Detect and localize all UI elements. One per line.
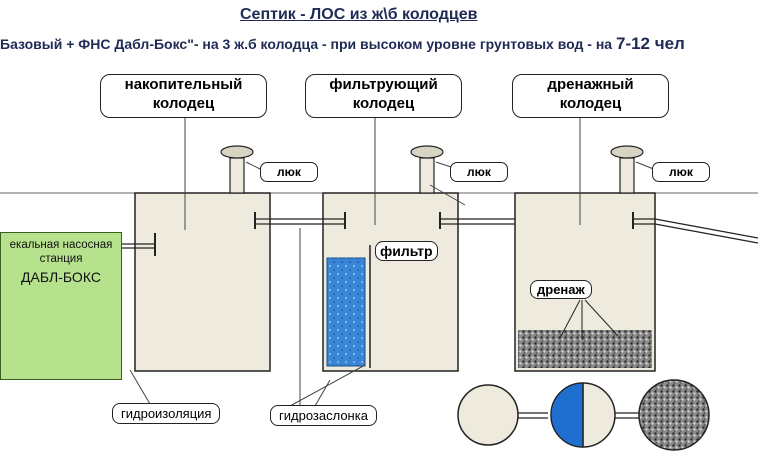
- filter-well: [322, 145, 459, 372]
- page-subtitle: Базовый + ФНС Дабл-Бокс"- на 3 ж.б колод…: [0, 34, 685, 54]
- drain-well: [514, 145, 656, 372]
- drainage-label: дренаж: [530, 280, 592, 299]
- hatch-label-2: люк: [450, 162, 508, 182]
- subtitle-text: Базовый + ФНС Дабл-Бокс"- на 3 ж.б колод…: [0, 36, 613, 52]
- filter-label: фильтр: [375, 241, 438, 261]
- top-view-circles: [457, 379, 710, 451]
- filter-well-label: фильтрующий колодец: [305, 74, 462, 118]
- station-line1: екальная насосная: [9, 239, 113, 251]
- page-title: Септик - ЛОС из ж\б колодцев: [240, 6, 478, 23]
- station-line3: ДАБЛ-БОКС: [21, 269, 101, 285]
- drain-well-label: дренажный колодец: [512, 74, 669, 118]
- subtitle-capacity: 7-12 чел: [615, 34, 685, 53]
- storage-well-label: накопительный колодец: [100, 74, 267, 118]
- station-line2: станция: [39, 253, 83, 265]
- storage-well-label-line2: колодец: [152, 95, 215, 112]
- filter-well-label-line2: колодец: [352, 95, 415, 112]
- waterproofing-label: гидроизоляция: [112, 403, 221, 424]
- drain-well-label-line1: дренажный: [547, 76, 634, 93]
- storage-well-label-line1: накопительный: [124, 76, 243, 93]
- drain-well-label-line2: колодец: [559, 95, 622, 112]
- filter-well-label-line1: фильтрующий: [329, 76, 438, 93]
- hatch-label-1: люк: [260, 162, 318, 182]
- hatch-label-3: люк: [652, 162, 710, 182]
- outlet-pipe: [654, 218, 758, 239]
- water-valve-label: гидрозаслонка: [270, 405, 377, 426]
- pump-station: екальная насосная станция ДАБЛ-БОКС: [0, 232, 122, 380]
- storage-well: [120, 145, 271, 372]
